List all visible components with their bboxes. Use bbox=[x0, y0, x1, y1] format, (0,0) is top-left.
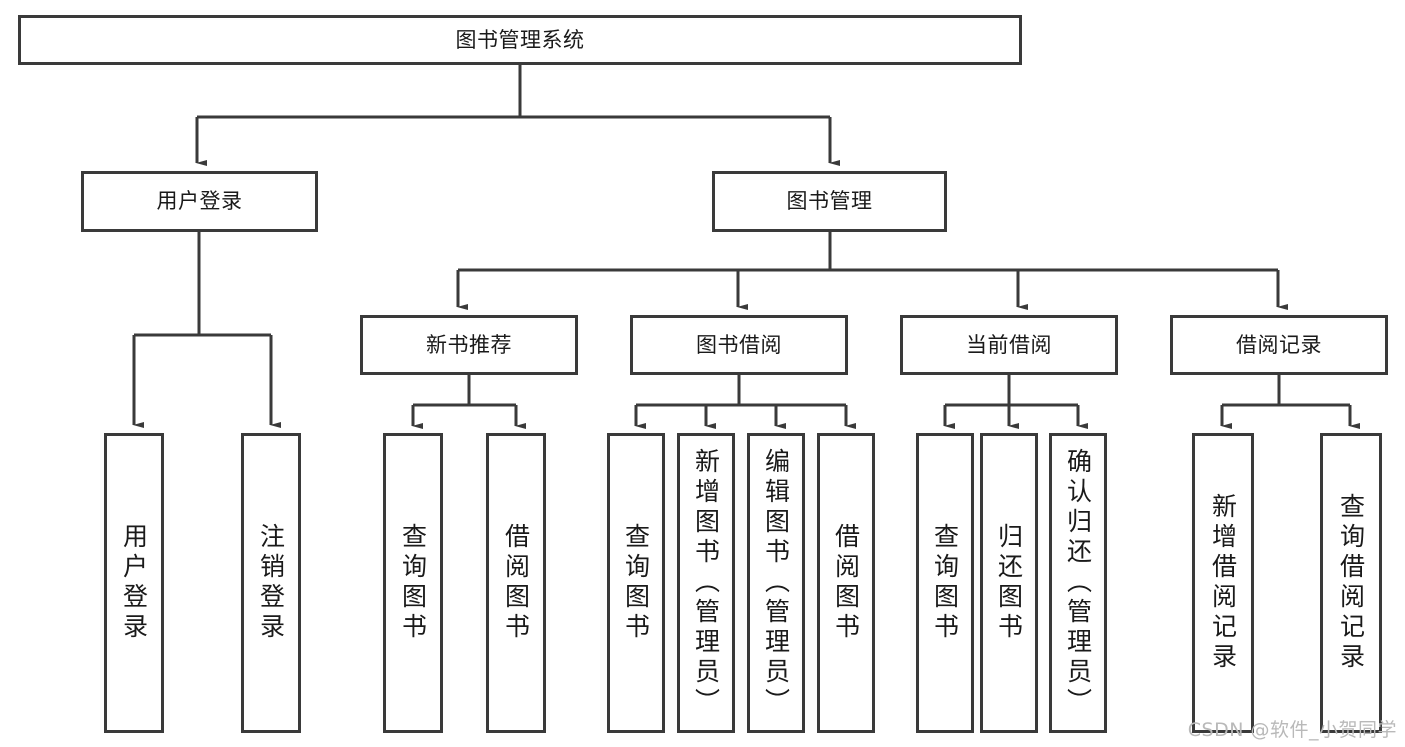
node-new-book-rec-label: 新书推荐 bbox=[426, 332, 512, 357]
node-leaf-user-logout[interactable]: 注销登录 bbox=[241, 433, 301, 733]
node-leaf-return-book-label: 归还图书 bbox=[994, 523, 1024, 643]
node-leaf-confirm-return[interactable]: 确认归还（管理员） bbox=[1049, 433, 1107, 733]
node-leaf-edit-book-label: 编辑图书（管理员） bbox=[761, 448, 791, 718]
node-leaf-query-record-label: 查询借阅记录 bbox=[1336, 493, 1366, 673]
node-user-login-label: 用户登录 bbox=[156, 189, 243, 214]
node-borrow-record[interactable]: 借阅记录 bbox=[1170, 315, 1388, 375]
node-leaf-borrow-book-1-label: 借阅图书 bbox=[501, 523, 531, 643]
node-leaf-edit-book[interactable]: 编辑图书（管理员） bbox=[747, 433, 805, 733]
node-leaf-query-book-1[interactable]: 查询图书 bbox=[383, 433, 443, 733]
node-leaf-user-logout-label: 注销登录 bbox=[256, 523, 286, 643]
node-leaf-user-login[interactable]: 用户登录 bbox=[104, 433, 164, 733]
node-leaf-query-book-3-label: 查询图书 bbox=[930, 523, 960, 643]
node-leaf-query-record[interactable]: 查询借阅记录 bbox=[1320, 433, 1382, 733]
node-book-borrow-label: 图书借阅 bbox=[696, 332, 782, 357]
node-leaf-query-book-3[interactable]: 查询图书 bbox=[916, 433, 974, 733]
node-leaf-add-record[interactable]: 新增借阅记录 bbox=[1192, 433, 1254, 733]
node-current-borrow[interactable]: 当前借阅 bbox=[900, 315, 1118, 375]
node-leaf-query-book-2[interactable]: 查询图书 bbox=[607, 433, 665, 733]
node-new-book-rec[interactable]: 新书推荐 bbox=[360, 315, 578, 375]
node-root[interactable]: 图书管理系统 bbox=[18, 15, 1022, 65]
node-book-manage[interactable]: 图书管理 bbox=[712, 171, 947, 232]
node-current-borrow-label: 当前借阅 bbox=[966, 332, 1052, 357]
node-leaf-confirm-return-label: 确认归还（管理员） bbox=[1063, 448, 1093, 718]
node-leaf-borrow-book-2-label: 借阅图书 bbox=[831, 523, 861, 643]
node-leaf-return-book[interactable]: 归还图书 bbox=[980, 433, 1038, 733]
watermark-text: CSDN @软件_小贺同学 bbox=[1187, 719, 1397, 741]
node-leaf-query-book-1-label: 查询图书 bbox=[398, 523, 428, 643]
node-leaf-query-book-2-label: 查询图书 bbox=[621, 523, 651, 643]
node-leaf-borrow-book-1[interactable]: 借阅图书 bbox=[486, 433, 546, 733]
node-leaf-user-login-label: 用户登录 bbox=[119, 523, 149, 643]
node-leaf-add-record-label: 新增借阅记录 bbox=[1208, 493, 1238, 673]
node-book-manage-label: 图书管理 bbox=[786, 189, 873, 214]
node-leaf-borrow-book-2[interactable]: 借阅图书 bbox=[817, 433, 875, 733]
node-leaf-add-book-label: 新增图书（管理员） bbox=[691, 448, 721, 718]
node-book-borrow[interactable]: 图书借阅 bbox=[630, 315, 848, 375]
node-borrow-record-label: 借阅记录 bbox=[1236, 332, 1322, 357]
node-root-label: 图书管理系统 bbox=[455, 27, 585, 52]
node-leaf-add-book[interactable]: 新增图书（管理员） bbox=[677, 433, 735, 733]
node-user-login[interactable]: 用户登录 bbox=[81, 171, 318, 232]
